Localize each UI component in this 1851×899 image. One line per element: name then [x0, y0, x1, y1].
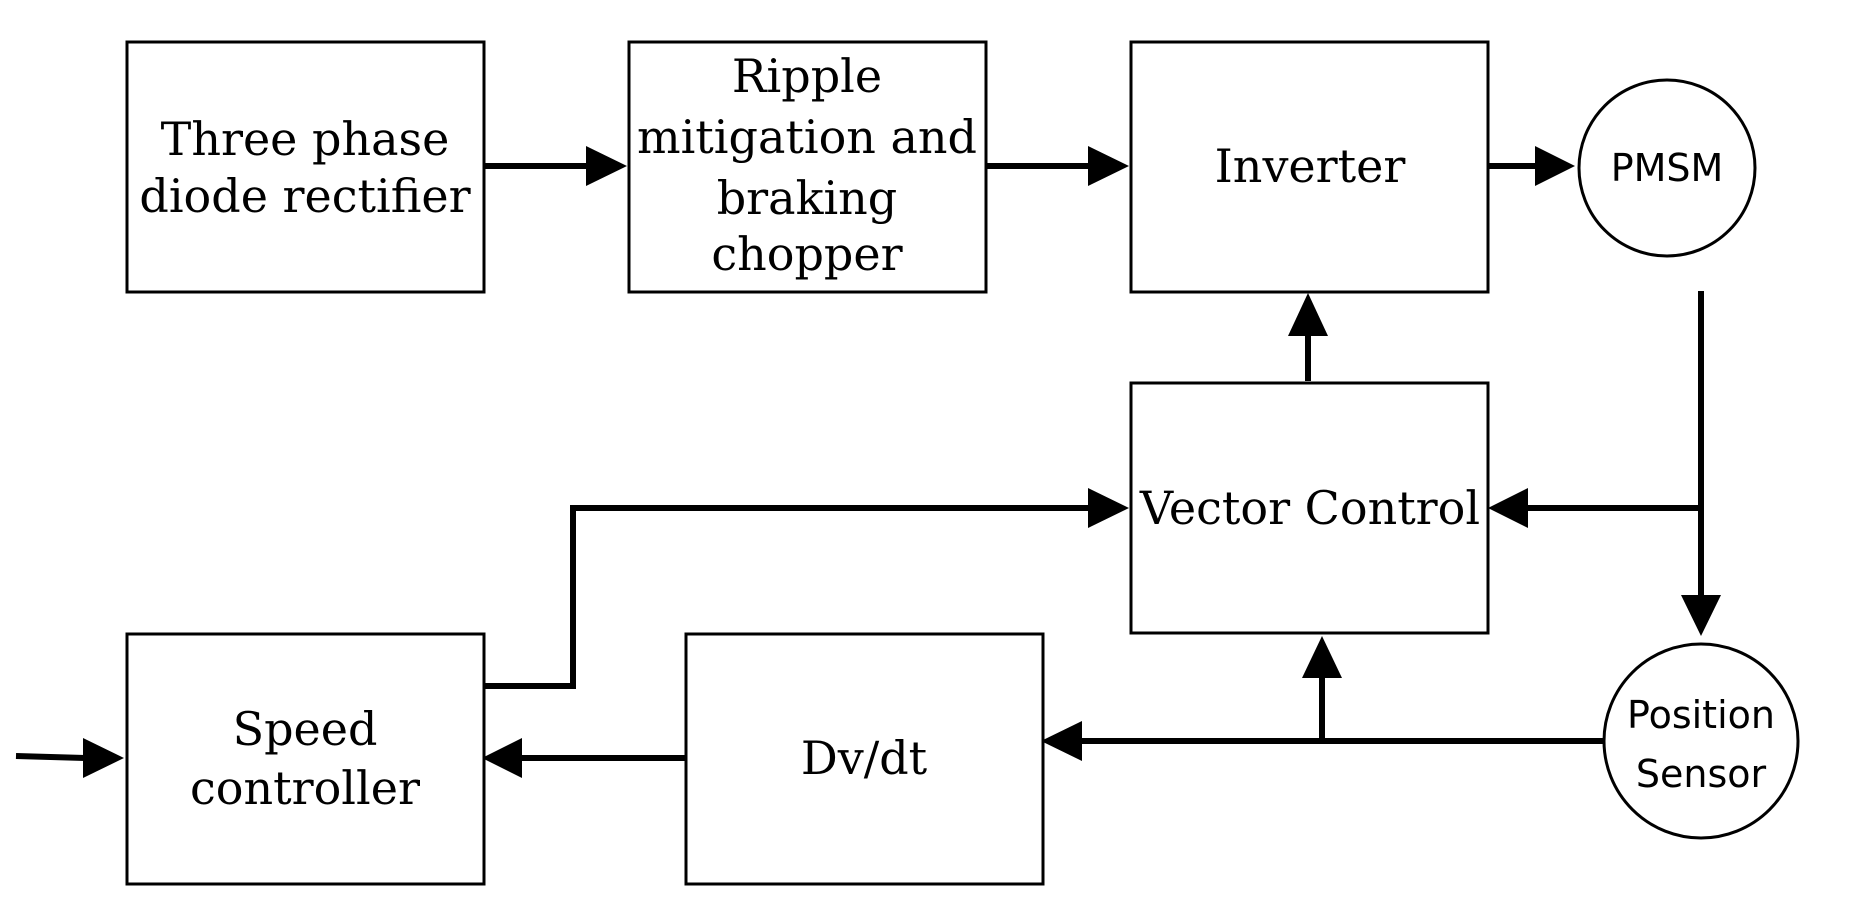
inverter-label: Inverter [1215, 139, 1406, 193]
ripple-label-line3: braking [717, 171, 898, 225]
pmsm-label: PMSM [1611, 146, 1724, 190]
speed-controller-label-line2: controller [190, 761, 420, 815]
arrow-speed-controller-to-vector-control [481, 488, 1129, 689]
arrow-vector-control-to-inverter [1288, 293, 1328, 381]
arrow-feedback-to-vector-control [1488, 488, 1701, 528]
dvdt-block: Dv/dt [684, 632, 1045, 886]
vector-control-label: Vector Control [1139, 481, 1480, 535]
arrow-ripple-to-inverter [983, 146, 1129, 186]
rectifier-label-line1: Three phase [161, 112, 450, 166]
arrow-position-sensor-to-dvdt [1041, 721, 1605, 761]
speed-controller-block: Speed controller [125, 632, 486, 886]
position-sensor-label-line2: Sensor [1636, 752, 1767, 796]
rectifier-block: Three phase diode rectifier [125, 40, 486, 294]
position-sensor-label-line1: Position [1627, 693, 1775, 737]
inverter-block: Inverter [1129, 40, 1490, 294]
vector-control-block: Vector Control [1129, 381, 1490, 635]
dvdt-label: Dv/dt [801, 731, 928, 785]
ripple-label-line1: Ripple [732, 49, 882, 103]
arrow-rectifier-to-ripple [481, 146, 627, 186]
arrow-dvdt-to-speed-controller [482, 738, 685, 778]
speed-controller-label-line1: Speed [233, 702, 378, 756]
ripple-mitigation-block: Ripple mitigation and braking chopper [627, 40, 988, 294]
ripple-label-line4: chopper [711, 227, 902, 281]
arrow-inverter-to-pmsm [1486, 146, 1575, 186]
arrow-pmsm-to-position-sensor [1681, 291, 1721, 636]
arrow-reference-input [15, 738, 124, 778]
pmsm-node: PMSM [1577, 78, 1757, 258]
arrow-position-to-vector-control [1302, 636, 1342, 741]
rectifier-label-line2: diode rectifier [139, 169, 470, 223]
ripple-label-line2: mitigation and [637, 110, 977, 164]
position-sensor-node: Position Sensor [1602, 642, 1800, 840]
